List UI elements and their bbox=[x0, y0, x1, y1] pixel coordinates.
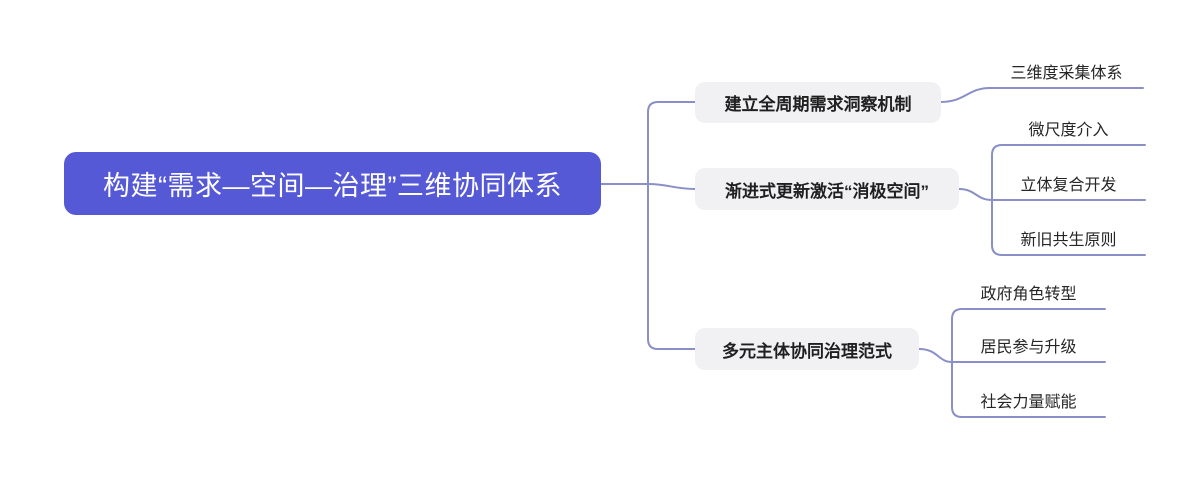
leaf-node-2-3[interactable]: 新旧共生原则 bbox=[1020, 232, 1117, 249]
leaf-node-2-1[interactable]: 微尺度介入 bbox=[1028, 122, 1109, 139]
leaf-node-3-1[interactable]: 政府角色转型 bbox=[980, 286, 1077, 303]
root-node-label: 构建“需求—空间—治理”三维协同体系 bbox=[103, 171, 562, 201]
branch-node-1[interactable]: 建立全周期需求洞察机制 bbox=[695, 82, 941, 123]
root-node[interactable]: 构建“需求—空间—治理”三维协同体系 bbox=[64, 152, 601, 215]
branch-node-3[interactable]: 多元主体协同治理范式 bbox=[695, 328, 919, 370]
branch-node-1-label: 建立全周期需求洞察机制 bbox=[724, 95, 912, 114]
branch-node-2-label: 渐进式更新激活“消极空间” bbox=[725, 181, 929, 201]
connector-root-branch2 bbox=[647, 183, 696, 190]
leaf-node-1-1[interactable]: 三维度采集体系 bbox=[1010, 65, 1123, 82]
connector-root-branch3 bbox=[647, 183, 696, 350]
leaf-node-3-2[interactable]: 居民参与升级 bbox=[980, 339, 1077, 356]
branch-node-2[interactable]: 渐进式更新激活“消极空间” bbox=[695, 168, 959, 210]
connector-root-branch1 bbox=[647, 101, 696, 185]
connector-branch2-trunk bbox=[958, 188, 993, 201]
connector-branch3-trunk bbox=[918, 348, 953, 363]
branch-node-3-label: 多元主体协同治理范式 bbox=[722, 341, 892, 361]
leaf-node-2-2[interactable]: 立体复合开发 bbox=[1020, 177, 1117, 194]
connector-branch1-leaf1 bbox=[940, 87, 1144, 103]
leaf-node-3-3[interactable]: 社会力量赋能 bbox=[980, 394, 1077, 411]
